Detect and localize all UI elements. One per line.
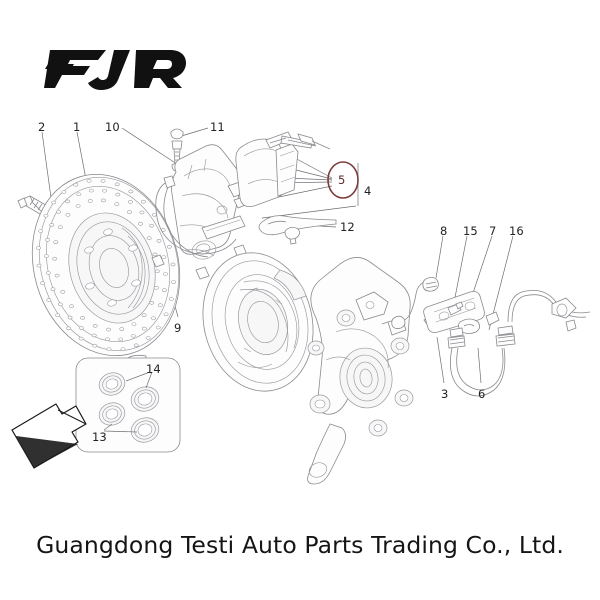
footer-bar: Guangdong Testi Auto Parts Trading Co., …: [0, 515, 600, 575]
part-abs-sensor: [381, 277, 439, 329]
callout-number-5: 5: [338, 173, 346, 187]
fjr-logo: [44, 38, 204, 90]
rotor-drill-holes: [36, 178, 176, 352]
part-dust-shield: [202, 252, 314, 392]
part-brake-disc-rotor: [31, 173, 181, 357]
brake-assembly-diagram: .ln { fill:none; stroke:#8a8a8f; stroke-…: [11, 127, 591, 485]
callout-number-9: 9: [174, 321, 182, 335]
part-brake-caliper: [151, 144, 249, 280]
callout-number-2: 2: [38, 120, 46, 134]
highlight-ellipse-5: [327, 161, 359, 199]
callout-number-11: 11: [210, 120, 225, 134]
callout-number-7: 7: [489, 224, 497, 238]
callout-number-14: 14: [146, 362, 161, 376]
callout-number-12: 12: [340, 220, 355, 234]
callout-number-1: 1: [73, 120, 81, 134]
inset-seal-detail: [75, 354, 181, 453]
part-brake-pads: [235, 131, 331, 208]
company-name: Guangdong Testi Auto Parts Trading Co., …: [36, 531, 564, 559]
fjr-logo-icon: [44, 50, 186, 90]
part-brake-hose: [447, 289, 591, 397]
callout-number-13: 13: [92, 430, 107, 444]
callout-number-6: 6: [478, 387, 486, 401]
callout-number-15: 15: [463, 224, 478, 238]
callout-number-16: 16: [509, 224, 524, 238]
callout-number-10: 10: [105, 120, 120, 134]
part-wheel-knuckle: [307, 257, 414, 485]
callout-number-8: 8: [440, 224, 448, 238]
direction-arrow-icon: [11, 403, 87, 469]
callout-number-4: 4: [364, 184, 372, 198]
callout-number-3: 3: [441, 387, 449, 401]
part-pad-spring-pin: [258, 215, 337, 245]
part-line-bracket: [423, 291, 485, 334]
